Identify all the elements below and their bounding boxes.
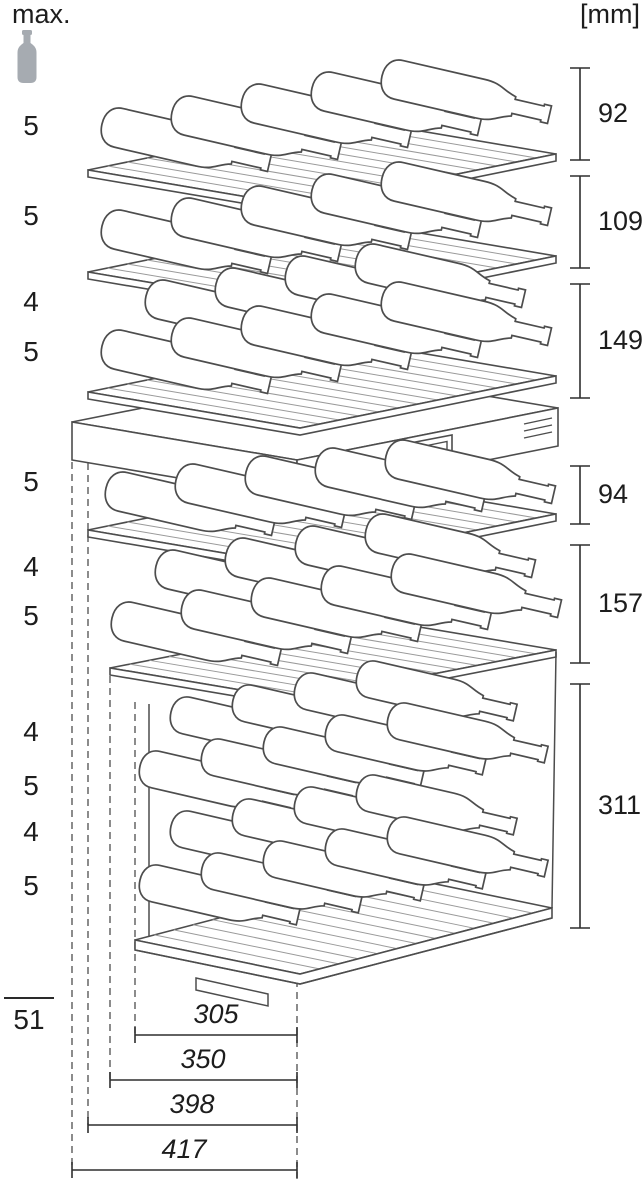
total-bottle-count: 51 bbox=[13, 1004, 45, 1035]
vent-slots bbox=[523, 417, 553, 439]
row-count: 5 bbox=[23, 870, 39, 901]
unit-label: [mm] bbox=[580, 0, 640, 29]
row-count: 4 bbox=[23, 716, 39, 747]
height-dimension: 149 bbox=[598, 325, 643, 355]
total-sum-line bbox=[4, 997, 54, 999]
wine-bottle-icon bbox=[17, 30, 37, 83]
row-count: 5 bbox=[23, 770, 39, 801]
height-dimension: 311 bbox=[598, 790, 642, 820]
width-dimension: 305 bbox=[193, 999, 239, 1029]
row-count: 5 bbox=[23, 466, 39, 497]
width-dimension: 398 bbox=[169, 1089, 215, 1119]
row-count: 5 bbox=[23, 110, 39, 141]
row-count: 4 bbox=[23, 551, 39, 582]
row-count: 4 bbox=[23, 286, 39, 317]
width-dimension: 417 bbox=[161, 1134, 207, 1164]
height-dimension: 92 bbox=[598, 98, 629, 128]
row-count: 4 bbox=[23, 816, 39, 847]
width-dimension-lines bbox=[71, 1027, 298, 1178]
row-count: 5 bbox=[23, 336, 39, 367]
row-count: 5 bbox=[23, 600, 39, 631]
base-feet bbox=[134, 917, 553, 1007]
row-count: 5 bbox=[23, 200, 39, 231]
height-dimension: 94 bbox=[598, 479, 629, 509]
width-dimension: 350 bbox=[180, 1044, 226, 1074]
height-dimension: 109 bbox=[598, 206, 643, 236]
max-label: max. bbox=[12, 0, 71, 29]
height-dimension-brackets bbox=[570, 67, 590, 929]
height-dimension: 157 bbox=[598, 588, 643, 618]
